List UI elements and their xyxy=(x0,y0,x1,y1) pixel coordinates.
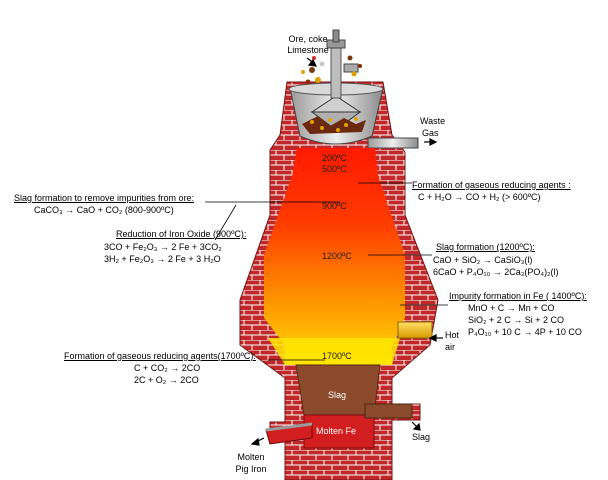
reducing-1700-title: Formation of gaseous reducing agents(170… xyxy=(64,351,256,361)
reducing-600-eq: C + H₂O → CO + H₂ (> 600ºC) xyxy=(418,192,541,202)
slag-1200-title: Slag formation (1200ºC): xyxy=(436,242,535,252)
arrows xyxy=(250,57,443,446)
temp-900: 900ºC xyxy=(322,201,347,211)
input-label-ore-coke: Ore, coke xyxy=(288,34,328,44)
slag-label: Slag xyxy=(328,390,347,400)
temp-500: 500ºC xyxy=(322,164,347,174)
impurity-1400-title: Impurity formation in Fe ( 1400ºC): xyxy=(449,291,587,301)
waste-gas-label-1: Waste xyxy=(420,116,446,126)
slag-1200-eq2: 6CaO + P₄O₁₀ → 2Ca₃(PO₄)₂(l) xyxy=(433,267,559,277)
impurity-1400-eq1: MnO + C → Mn + CO xyxy=(468,303,555,313)
pig-iron-label-2: Pig Iron xyxy=(235,464,267,474)
temp-1700: 1700ºC xyxy=(322,351,352,361)
slag-1200-eq1: CaO + SiO₂ → CaSiO₃(l) xyxy=(433,255,533,265)
waste-gas-label-2: Gas xyxy=(422,128,439,138)
slag-output-label: Slag xyxy=(412,432,431,442)
temp-200: 200ºC xyxy=(322,153,347,163)
hot-air-label-1: Hot xyxy=(445,330,460,340)
reducing-600-title: Formation of gaseous reducing agents : xyxy=(412,180,571,190)
iron-oxide-eq1: 3CO + Fe₂O₃ → 2 Fe + 3CO₂ xyxy=(104,242,222,252)
reducing-1700-eq1: C + CO₂ → 2CO xyxy=(134,363,201,373)
hot-air-pipe xyxy=(397,321,433,339)
iron-oxide-title: Reduction of Iron Oxide (900ºC): xyxy=(116,229,247,239)
slag-removal-title: Slag formation to remove impurities from… xyxy=(14,193,195,203)
molten-fe-label: Molten Fe xyxy=(316,426,357,436)
impurity-1400-eq2: SiO₂ + 2 C → Si + 2 CO xyxy=(468,315,565,325)
slag-tap-pipe xyxy=(364,403,413,419)
waste-gas-pipe xyxy=(367,137,419,149)
leader-lines xyxy=(205,182,448,361)
iron-oxide-eq2: 3H₂ + Fe₂O₃ → 2 Fe + 3 H₂O xyxy=(104,254,221,264)
slag-removal-eq: CaCO₃ → CaO + CO₂ (800-900ºC) xyxy=(34,205,174,215)
impurity-1400-eq3: P₄O₁₀ + 10 C → 4P + 10 CO xyxy=(468,327,582,337)
reducing-1700-eq2: 2C + O₂ → 2CO xyxy=(134,375,199,385)
temp-1200: 1200ºC xyxy=(322,251,352,261)
pig-iron-label-1: Molten xyxy=(237,452,265,462)
charge-particles xyxy=(301,55,362,85)
hot-air-label-2: air xyxy=(445,342,456,352)
input-label-limestone: Limestone xyxy=(287,45,329,55)
